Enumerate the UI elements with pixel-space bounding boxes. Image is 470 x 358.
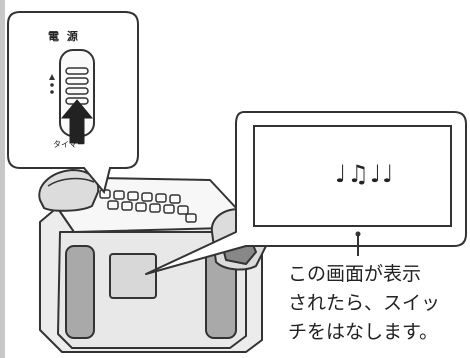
caption-line-1: この画面が表示 xyxy=(288,263,422,285)
screen-frame xyxy=(253,125,452,227)
switch-callout xyxy=(7,11,139,195)
switch-title: 電 源 xyxy=(48,30,80,43)
music-notes-display: ♩♫♩♩ xyxy=(335,160,395,188)
switch-sub-label: タイマー xyxy=(53,140,85,149)
radio-device xyxy=(38,169,269,353)
display-callout xyxy=(145,111,467,275)
left-edge-strip xyxy=(0,0,5,358)
speaker-left xyxy=(65,245,95,339)
caption-line-2: されたら、スイッ xyxy=(288,292,441,314)
push-up-arrow-icon xyxy=(60,99,94,144)
up-indicator-icon xyxy=(49,74,55,94)
device-display xyxy=(109,253,157,299)
caption-line-3: チをはなします。 xyxy=(288,321,439,343)
instruction-caption: この画面が表示 されたら、スイッ チをはなします。 xyxy=(288,260,440,347)
